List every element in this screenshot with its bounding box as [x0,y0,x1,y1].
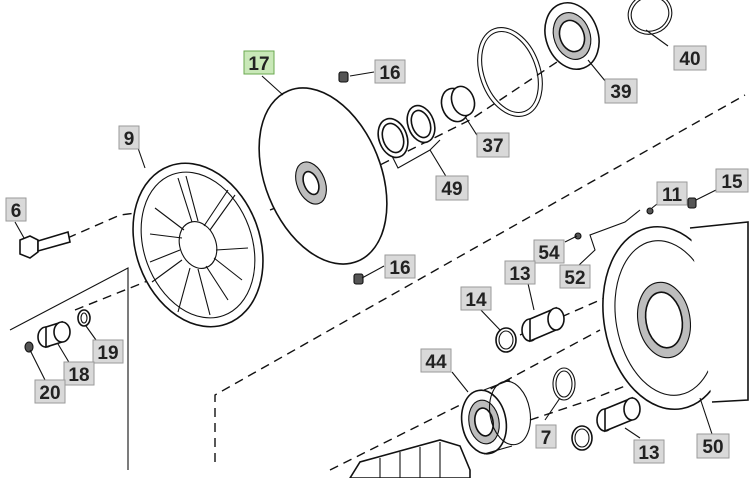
part-snap-ring-large[interactable] [466,19,554,126]
svg-text:6: 6 [11,201,22,222]
part-shaft[interactable] [349,439,471,478]
svg-text:13: 13 [509,264,530,285]
callout-14[interactable]: 14 [460,286,492,311]
callout-7[interactable]: 7 [535,424,557,449]
part-9-spoked-wheel[interactable] [111,145,285,345]
part-o-ring-lower[interactable] [571,425,593,451]
callout-54[interactable]: 54 [533,239,565,264]
svg-text:49: 49 [441,179,462,200]
svg-text:17: 17 [248,54,269,75]
svg-text:44: 44 [425,352,447,373]
callout-19[interactable]: 19 [92,339,124,364]
callout-20[interactable]: 20 [34,379,66,404]
callout-13-lower[interactable]: 13 [633,439,665,464]
callout-50[interactable]: 50 [696,433,730,459]
part-18-spacer[interactable] [37,320,71,349]
part-44-bearing[interactable] [457,378,535,457]
callout-13-upper[interactable]: 13 [504,260,536,285]
callout-11[interactable]: 11 [656,181,688,206]
svg-text:50: 50 [702,437,723,458]
callout-15[interactable]: 15 [715,168,749,193]
callout-40[interactable]: 40 [673,45,707,71]
part-19-washer[interactable] [77,309,91,327]
part-20-nut[interactable] [24,341,34,353]
part-39-seal[interactable] [536,0,608,77]
part-37-bushing[interactable] [437,83,478,125]
callout-18[interactable]: 18 [63,361,95,386]
part-50-housing[interactable] [589,217,749,420]
callout-44[interactable]: 44 [420,348,452,373]
part-15-fitting[interactable] [687,197,697,209]
callout-6[interactable]: 6 [5,197,27,222]
svg-text:18: 18 [68,365,89,386]
svg-text:54: 54 [538,243,560,264]
callout-37[interactable]: 37 [476,132,510,158]
svg-text:9: 9 [124,129,135,150]
part-40-snap-ring[interactable] [622,0,677,40]
svg-text:7: 7 [541,428,552,449]
callout-17[interactable]: 17 [243,50,275,75]
part-14-o-ring[interactable] [495,327,517,353]
part-16-bolt-top[interactable] [338,71,349,83]
callout-16-bottom[interactable]: 16 [384,254,416,279]
callout-16-top[interactable]: 16 [374,59,406,84]
part-13-sleeve-upper[interactable] [521,306,565,343]
part-16-bolt-bottom[interactable] [353,273,364,285]
part-13-sleeve-lower[interactable] [596,396,641,433]
svg-text:16: 16 [389,258,410,279]
svg-text:37: 37 [482,136,503,157]
svg-text:16: 16 [379,63,400,84]
svg-text:11: 11 [662,185,683,206]
part-17-plate[interactable] [235,69,411,283]
svg-text:52: 52 [564,268,585,289]
callout-39[interactable]: 39 [604,78,638,104]
svg-text:14: 14 [465,290,487,311]
part-11-plug[interactable] [646,207,654,215]
svg-text:19: 19 [97,343,118,364]
part-6-bolt[interactable] [19,230,71,259]
svg-text:39: 39 [610,82,631,103]
svg-text:40: 40 [679,49,700,70]
svg-text:20: 20 [39,383,60,404]
part-54-pin[interactable] [574,232,582,240]
callout-52[interactable]: 52 [559,264,591,289]
svg-text:15: 15 [721,172,743,193]
assembly-frame [9,267,129,470]
callout-9[interactable]: 9 [118,125,140,150]
callout-49[interactable]: 49 [435,175,469,201]
svg-text:13: 13 [638,443,659,464]
part-7-snap-ring[interactable] [552,367,576,401]
part-49-o-rings[interactable] [373,102,440,162]
